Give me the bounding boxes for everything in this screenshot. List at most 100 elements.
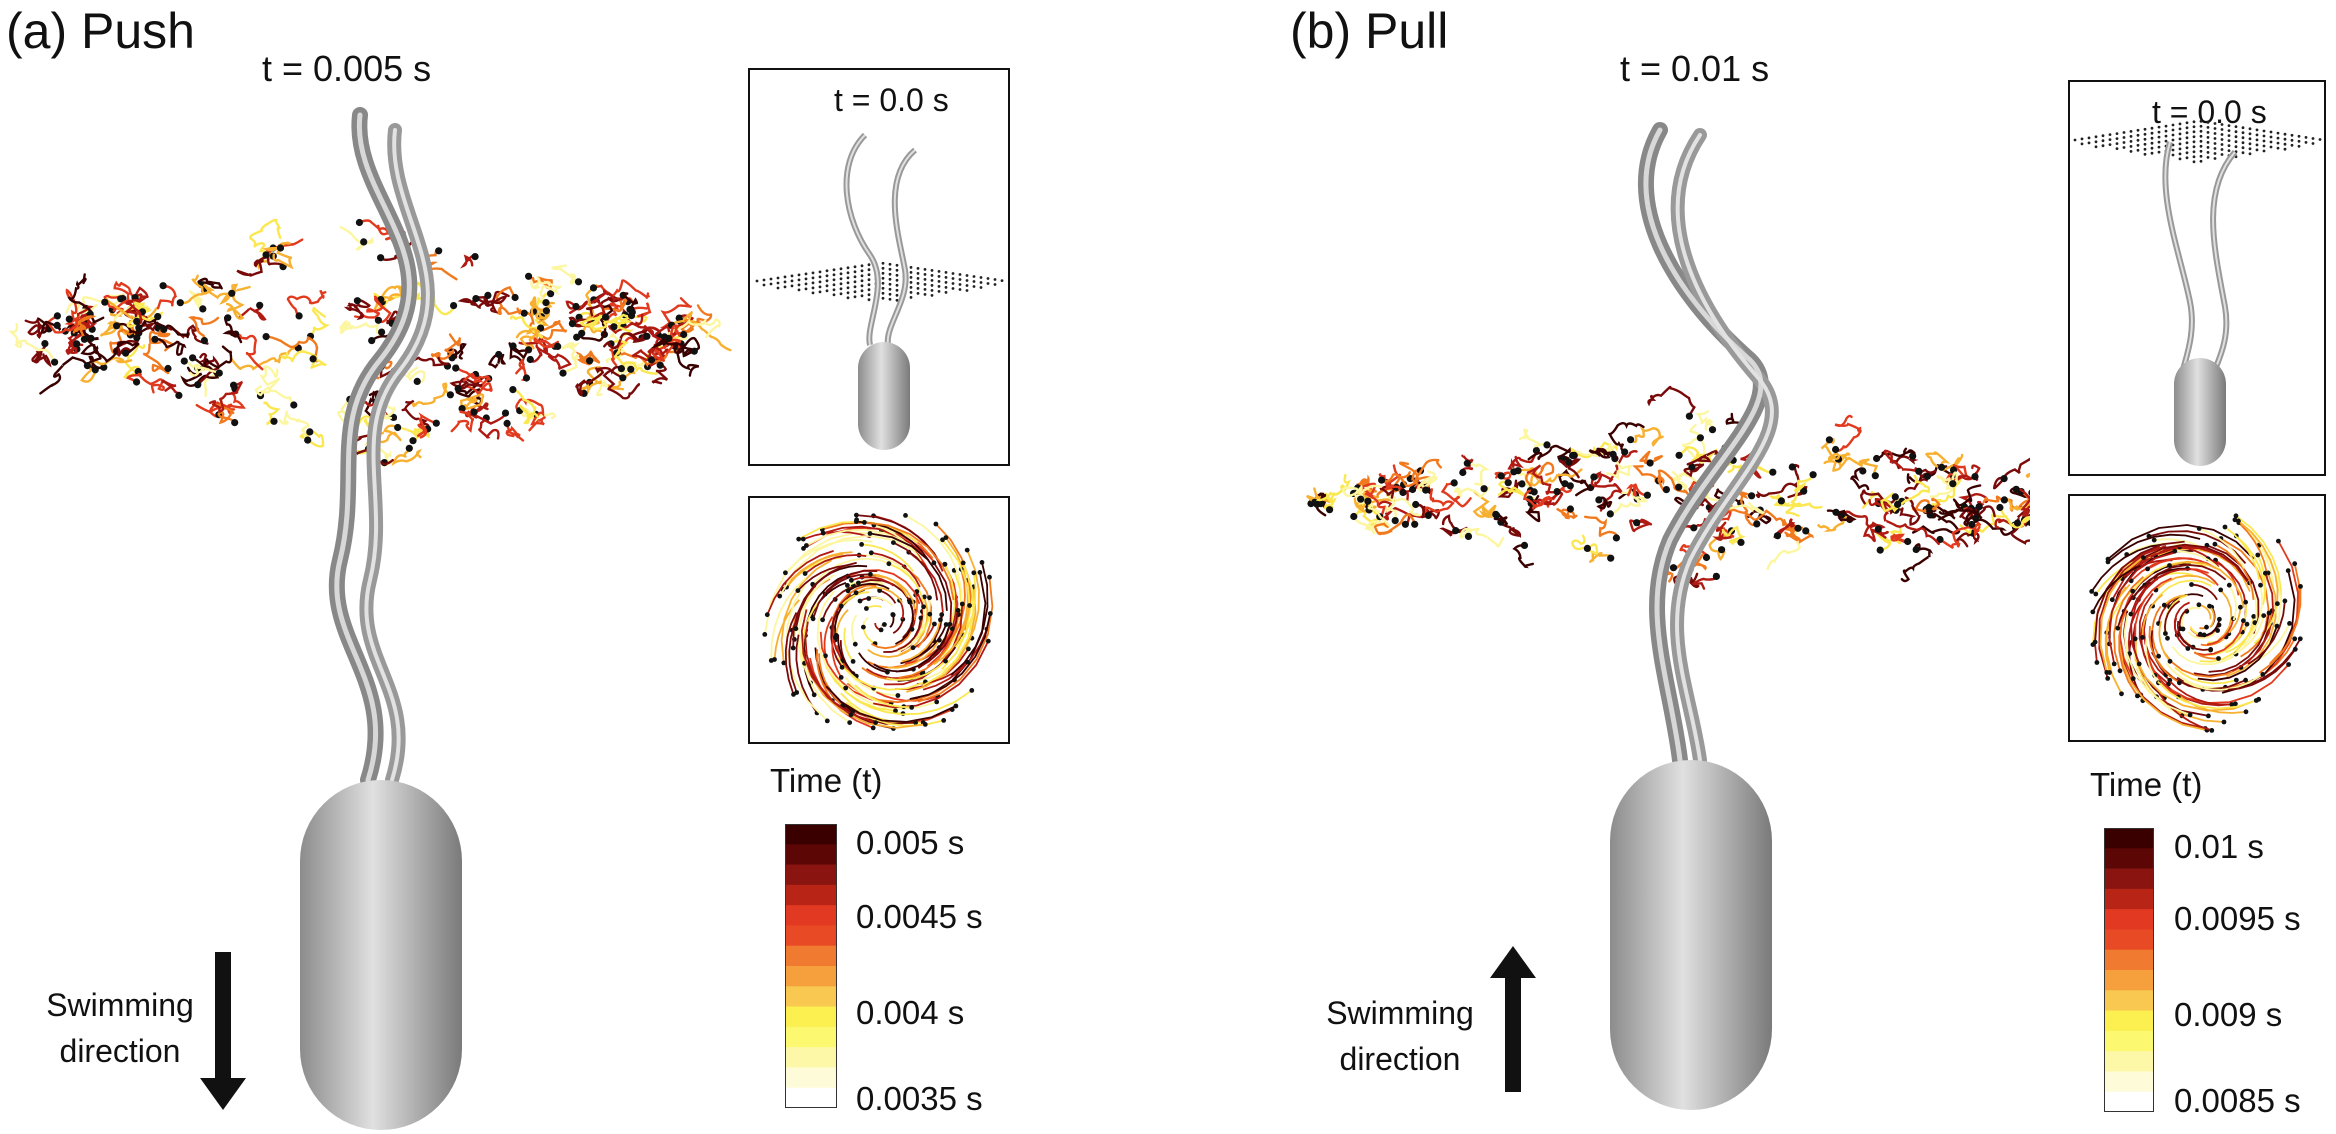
- particle-marker: [800, 536, 806, 542]
- particle-marker: [522, 374, 531, 382]
- trajectory-line: [897, 606, 926, 653]
- trajectory-line: [1639, 450, 1664, 465]
- trajectory-line: [2174, 666, 2237, 685]
- particle-marker: [927, 611, 933, 617]
- particle-marker: [762, 632, 768, 637]
- top-view-trajectories: [762, 512, 994, 731]
- trajectory-line: [917, 577, 994, 703]
- trajectory-line: [1440, 481, 1472, 508]
- grid-dot: [979, 281, 983, 284]
- trajectory-line: [2151, 605, 2162, 657]
- grid-dot: [993, 283, 997, 286]
- trajectory-line: [2140, 614, 2156, 676]
- grid-dot: [2171, 123, 2175, 127]
- particle-marker: [2111, 661, 2117, 667]
- trajectory-line: [818, 653, 844, 707]
- grid-dot: [2150, 141, 2154, 145]
- grid-dot: [993, 278, 997, 281]
- grid-dot: [972, 280, 976, 283]
- grid-dot: [853, 290, 857, 294]
- trajectory-line: [812, 569, 878, 620]
- trajectory-line: [1625, 483, 1649, 497]
- trajectory-line: [603, 329, 649, 350]
- particle-marker: [1627, 436, 1635, 444]
- trajectory-line: [2108, 551, 2177, 665]
- particle-marker: [262, 333, 270, 341]
- trajectory-line: [799, 628, 851, 724]
- particle-marker: [891, 540, 896, 545]
- grid-dot: [2164, 134, 2168, 138]
- particle-marker: [509, 386, 517, 394]
- trajectory-line: [529, 343, 572, 370]
- trajectory-line: [94, 340, 140, 363]
- grid-dot: [2150, 146, 2154, 150]
- particle-marker: [768, 658, 774, 663]
- inset-side-view: t = 0.0 s: [2068, 80, 2326, 476]
- trajectory-line: [856, 514, 943, 568]
- particle-marker: [2209, 728, 2215, 733]
- grid-dot: [944, 276, 948, 279]
- grid-dot: [888, 297, 892, 301]
- grid-dot: [2150, 151, 2154, 155]
- particle-marker: [2206, 713, 2211, 719]
- trajectory-line: [2118, 643, 2208, 732]
- particle-marker: [2128, 611, 2134, 617]
- grid-dot: [839, 267, 843, 271]
- grid-dot: [895, 278, 899, 282]
- grid-dot: [2227, 124, 2231, 127]
- colorbar-band: [2104, 828, 2154, 849]
- trajectory-line: [2144, 563, 2227, 586]
- grid-dot: [2248, 127, 2252, 131]
- particle-marker: [101, 298, 109, 306]
- grid-dot: [895, 293, 899, 297]
- trajectory-line: [834, 588, 865, 638]
- colorbar-tick: 0.005 s: [856, 824, 965, 861]
- grid-dot: [860, 264, 864, 268]
- particle-marker: [941, 718, 947, 723]
- particle-marker: [850, 659, 856, 664]
- grid-dot: [881, 271, 885, 275]
- grid-dot: [2185, 121, 2189, 125]
- particle-marker: [1748, 492, 1756, 500]
- trajectory-line: [1744, 509, 1799, 542]
- particle-marker: [1424, 511, 1432, 519]
- trajectory-line: [1766, 526, 1801, 571]
- grid-dot: [2178, 157, 2182, 161]
- particle-marker: [1412, 500, 1420, 509]
- trajectory-line: [2123, 612, 2191, 716]
- trajectory-line: [219, 387, 246, 416]
- trajectory-line: [24, 316, 51, 340]
- particle-marker: [135, 324, 143, 332]
- grid-dot: [832, 273, 836, 277]
- trajectory-line: [2198, 603, 2212, 620]
- grid-dot: [783, 285, 787, 289]
- particle-marker: [1350, 512, 1358, 521]
- grid-dot: [888, 277, 892, 281]
- grid-dot: [2171, 153, 2175, 157]
- particle-marker: [574, 278, 583, 286]
- initial-particle-grid: [2073, 119, 2322, 164]
- trajectory-line: [2187, 629, 2219, 640]
- trajectory-line: [126, 295, 149, 325]
- particle-marker: [454, 385, 462, 393]
- grid-dot: [2094, 140, 2098, 144]
- trajectory-line: [1494, 471, 1512, 480]
- trajectory-line: [2134, 658, 2260, 712]
- colorbar-band: [2104, 909, 2154, 930]
- grid-dot: [2234, 125, 2238, 129]
- particle-marker: [1971, 473, 1979, 481]
- trajectory-line: [2193, 651, 2219, 660]
- grid-dot: [860, 269, 864, 273]
- particle-marker: [1518, 480, 1526, 488]
- particle-marker: [547, 290, 555, 298]
- particle-marker: [572, 302, 580, 311]
- grid-dot: [916, 277, 920, 280]
- particle-marker: [511, 293, 519, 302]
- trajectory-line: [763, 531, 883, 635]
- particle-marker: [2298, 584, 2303, 589]
- grid-dot: [1000, 279, 1004, 282]
- trajectory-line: [2183, 673, 2264, 691]
- grid-dot: [986, 282, 990, 285]
- trajectory-line: [2163, 600, 2181, 634]
- particle-marker: [2287, 621, 2292, 626]
